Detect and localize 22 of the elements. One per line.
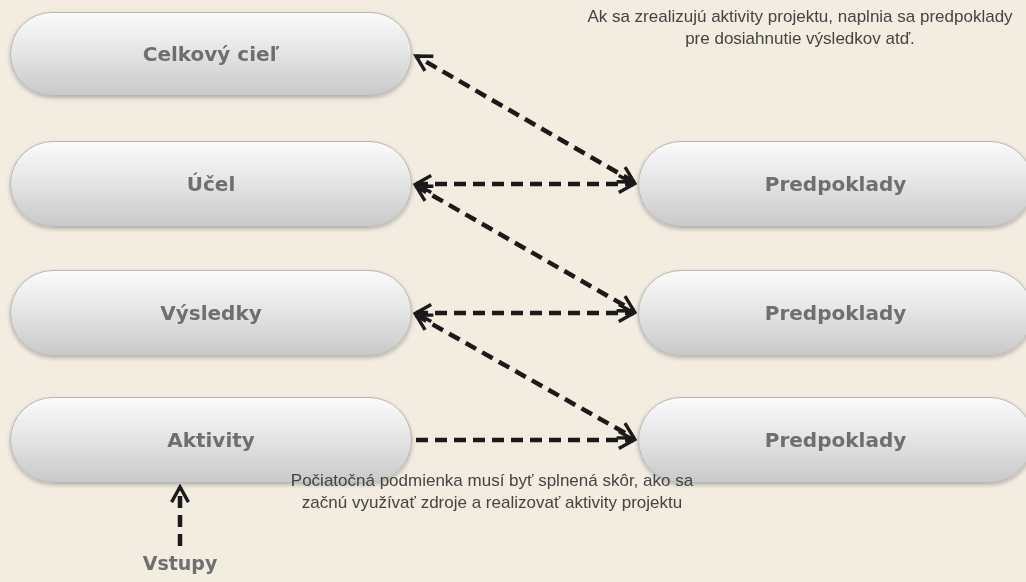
rounded-pill <box>10 270 412 356</box>
pill-label: Výsledky <box>160 301 262 325</box>
pill-label: Predpoklady <box>764 428 907 452</box>
rounded-pill <box>638 270 1026 356</box>
note-text: Ak sa zrealizujú aktivity projektu, naplnia sa predpoklady pre dosiahnutie výsledkov atď. <box>586 6 1014 50</box>
dashed-arrow <box>414 184 636 313</box>
dashed-arrow <box>416 429 636 451</box>
pill-label: Účel <box>186 172 236 196</box>
pill-label: Celkový cieľ <box>142 42 280 66</box>
rounded-pill <box>638 141 1026 227</box>
dashed-arrow <box>169 485 191 546</box>
dashed-arrow <box>414 173 636 195</box>
pill-label: Predpoklady <box>764 172 907 196</box>
pill-label: Aktivity <box>167 428 255 452</box>
dashed-arrow <box>414 313 636 440</box>
rounded-pill <box>10 141 412 227</box>
input-label: Vstupy <box>130 548 230 578</box>
pill-label: Predpoklady <box>764 301 907 325</box>
dashed-arrow <box>414 302 636 324</box>
note-text: Počiatočná podmienka musí byť splnená skôr, ako sa začnú využívať zdroje a realizovať aktivity projektu <box>289 470 695 514</box>
rounded-pill <box>10 12 412 96</box>
dashed-arrow <box>414 54 636 184</box>
